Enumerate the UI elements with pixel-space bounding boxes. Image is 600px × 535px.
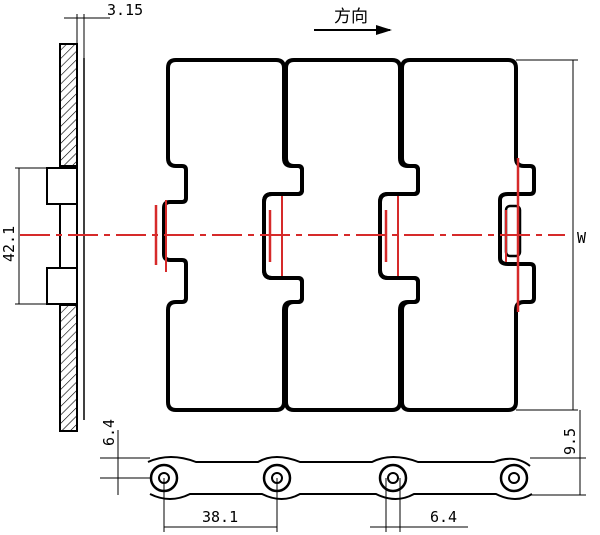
direction-arrowhead [376, 25, 392, 35]
hinge-strip-top [147, 456, 531, 467]
hinge-side-view [147, 456, 533, 500]
hinge-pin-3 [387, 472, 399, 484]
dim-height-label: 9.5 [561, 428, 579, 455]
tab-upper [46, 167, 78, 205]
dim-thickness-label: 3.15 [107, 1, 143, 19]
plate-top-view [162, 58, 536, 412]
direction-label: 方向 [334, 7, 368, 27]
gap-dimension: 6.4 [370, 478, 468, 532]
dim-gap-label: 6.4 [430, 508, 457, 526]
direction-indicator: 方向 [314, 7, 392, 35]
hinge-knuckle-4 [499, 463, 529, 493]
dim-w-label: W [577, 229, 587, 247]
tab-lower [46, 267, 78, 305]
dim-pitch-label: 38.1 [202, 508, 238, 526]
height-dimension: 9.5 [530, 410, 586, 496]
hatched-plate-top [59, 43, 78, 167]
hatched-plate-bottom [59, 304, 78, 432]
pitch-dimension: 38.1 [163, 478, 278, 532]
dim-hinge-label: 6.4 [100, 419, 118, 446]
width-dimension: W [516, 59, 587, 411]
hinge-strip-bottom [149, 493, 533, 500]
dim-tab-label: 42.1 [0, 226, 18, 262]
hinge-knuckle-3 [378, 463, 408, 493]
chain-plate-3 [378, 58, 536, 412]
centerline-group [20, 158, 565, 312]
hinge-diameter-dimension: 6.4 [100, 419, 150, 495]
hinge-pin-4 [508, 472, 520, 484]
side-section-view: 3.15 42.1 [0, 1, 143, 432]
